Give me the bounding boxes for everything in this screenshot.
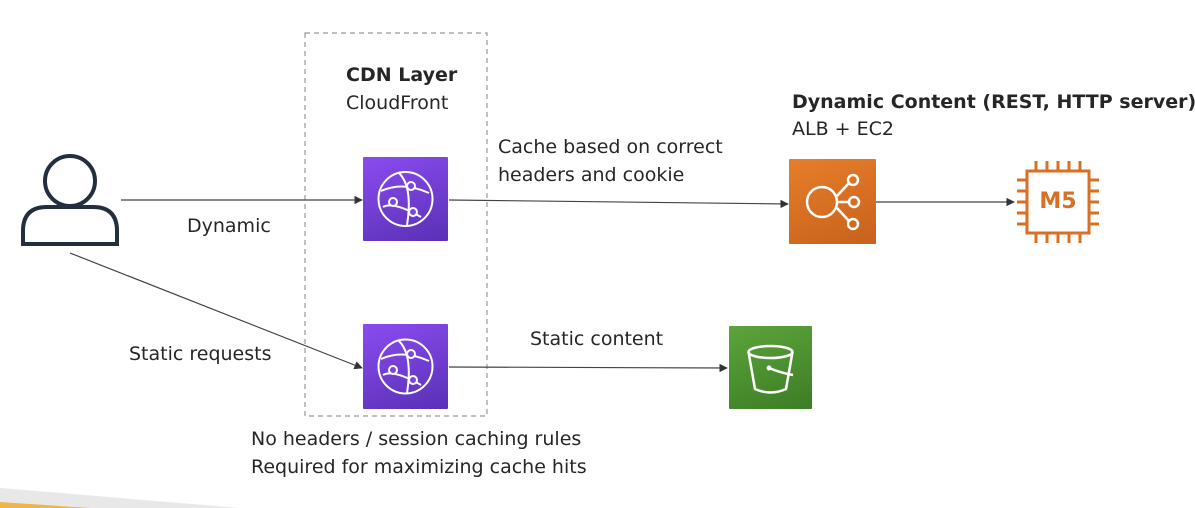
cloudfront-icon	[363, 324, 448, 409]
static-requests-label: Static requests	[129, 343, 272, 365]
cdn-layer-frame	[304, 32, 488, 417]
cache-note-line-1: Cache based on correct	[498, 136, 723, 158]
dynamic-content-title: Dynamic Content (REST, HTTP server):	[792, 91, 1195, 113]
arrow-cloudfront-to-s3	[448, 363, 728, 373]
cache-note-line-2: headers and cookie	[498, 164, 685, 186]
ec2-instance-label: M5	[1039, 189, 1077, 214]
cdn-layer-title: CDN Layer	[346, 64, 458, 86]
decorative-floor	[0, 488, 240, 508]
arrow-cloudfront-to-alb	[448, 199, 789, 209]
user-icon	[21, 154, 119, 246]
load-balancer-icon	[789, 159, 876, 244]
cloudfront-icon	[363, 157, 448, 241]
bottom-note-line-1: No headers / session caching rules	[251, 428, 582, 450]
dynamic-label: Dynamic	[187, 215, 271, 237]
dynamic-content-subtitle: ALB + EC2	[792, 118, 894, 140]
cdn-layer-subtitle: CloudFront	[346, 92, 449, 114]
static-content-label: Static content	[530, 328, 664, 350]
s3-bucket-icon	[729, 326, 812, 409]
bottom-note-line-2: Required for maximizing cache hits	[251, 456, 587, 478]
arrow-user-to-cloudfront-static	[69, 252, 363, 370]
ec2-instance-icon	[1017, 161, 1099, 243]
